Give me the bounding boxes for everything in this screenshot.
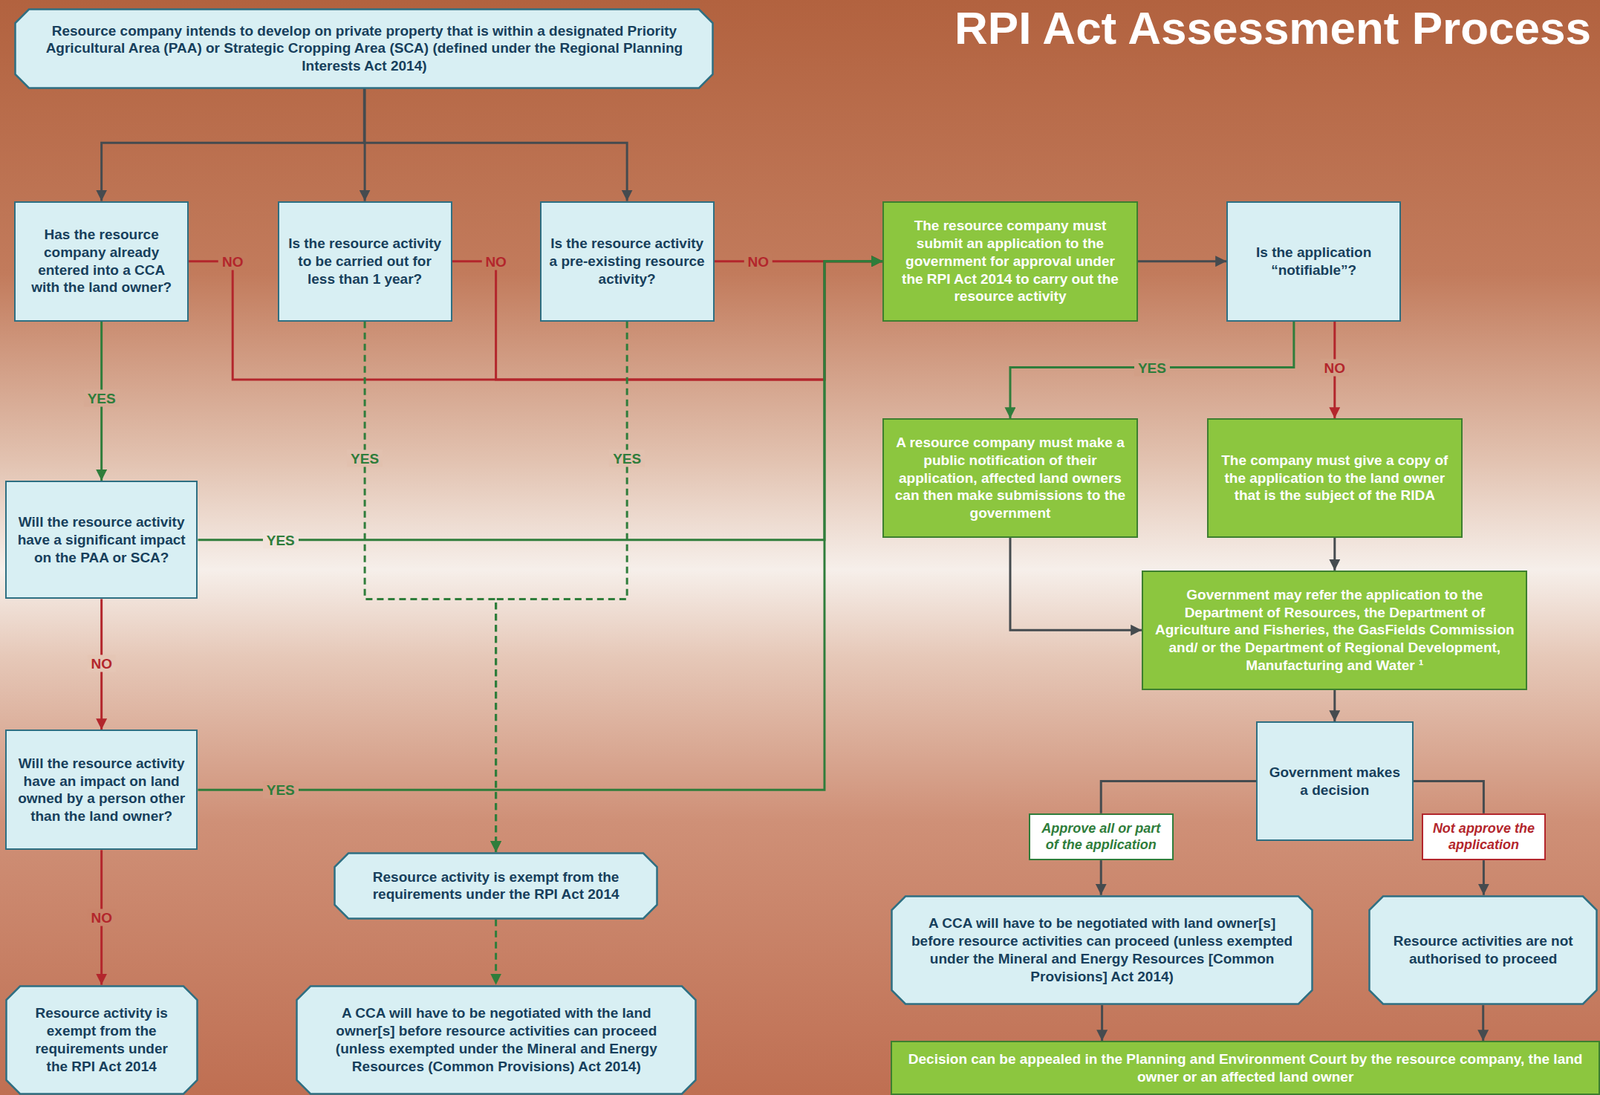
connector <box>1333 321 1336 419</box>
edge-label: YES <box>262 781 299 799</box>
connector <box>1100 1005 1104 1041</box>
terminal-box: Resource activities are not authorised t… <box>1368 895 1598 1006</box>
node-text: Will the resource activity have a signif… <box>14 513 190 567</box>
connector <box>1100 860 1103 896</box>
node-text: Approve all or part of the application <box>1034 820 1168 854</box>
terminal-box: Resource activity is exempt from the req… <box>5 984 199 1095</box>
connector <box>363 89 627 202</box>
outcome-box: Approve all or part of the application <box>1028 813 1174 861</box>
node-text: Resource activity is exempt from the req… <box>352 868 639 904</box>
edge-label: YES <box>1134 358 1170 376</box>
node-text: Resource activities are not authorised t… <box>1387 932 1579 968</box>
octagon-outline <box>1368 895 1598 1006</box>
node-text: Has the resource company already entered… <box>23 225 180 297</box>
edge-label: YES <box>609 449 645 467</box>
node-text: The company must give a copy of the appl… <box>1217 451 1452 505</box>
node-text: A resource company must make a public no… <box>892 433 1127 523</box>
octagon-outline <box>295 984 697 1095</box>
connector <box>1333 537 1336 571</box>
node-text: The resource company must submit an appl… <box>892 216 1127 306</box>
diagram-title: RPI Act Assessment Process <box>954 1 1592 55</box>
terminal-box: A CCA will have to be negotiated with th… <box>295 984 697 1095</box>
connector <box>1137 259 1228 263</box>
terminal-box: Resource company intends to develop on p… <box>14 8 714 90</box>
node-text: Is the resource activity a pre-existing … <box>548 234 706 288</box>
decision-box: Is the resource activity a pre-existing … <box>540 201 715 322</box>
octagon-outline <box>333 851 659 920</box>
connector <box>100 598 103 730</box>
connector <box>496 321 628 852</box>
connector <box>100 321 103 481</box>
octagon-shape <box>5 985 197 1094</box>
connector <box>1010 321 1294 419</box>
connector <box>1482 860 1485 896</box>
node-text: Resource activity is exempt from the req… <box>24 1004 180 1075</box>
octagon-shape <box>892 895 1313 1004</box>
node-text: Not approve the application <box>1427 820 1541 854</box>
node-text: A CCA will have to be negotiated with th… <box>314 1004 678 1075</box>
edge-label: YES <box>83 389 120 407</box>
edge-label: NO <box>86 654 116 672</box>
decision-box: Has the resource company already entered… <box>14 201 189 322</box>
connector <box>494 919 497 985</box>
octagon-shape <box>15 8 714 88</box>
node-text: A CCA will have to be negotiated with la… <box>909 914 1294 985</box>
edge-label: YES <box>346 449 383 467</box>
decision-box: Will the resource activity have an impac… <box>5 729 199 850</box>
edge-label: NO <box>218 252 248 270</box>
connector <box>1413 781 1485 814</box>
process-box: The resource company must submit an appl… <box>882 201 1138 322</box>
edge-label: YES <box>262 531 299 549</box>
node-text: Will the resource activity have an impac… <box>14 754 190 826</box>
decision-box: Is the application “notifiable”? <box>1226 201 1401 322</box>
node-text: Is the application “notifiable”? <box>1235 243 1393 280</box>
connector <box>364 321 497 852</box>
connector <box>1100 781 1257 814</box>
process-box: The company must give a copy of the appl… <box>1207 418 1462 538</box>
terminal-box: A CCA will have to be negotiated with la… <box>890 895 1314 1006</box>
decision-box: Is the resource activity to be carried o… <box>277 201 453 322</box>
connector <box>197 261 883 791</box>
node-text: Decision can be appealed in the Planning… <box>901 1050 1590 1086</box>
connector <box>1481 1005 1485 1041</box>
connector <box>1010 537 1142 630</box>
terminal-box: Resource activity is exempt from the req… <box>333 851 659 920</box>
octagon-shape <box>297 985 697 1094</box>
connector <box>101 89 365 202</box>
octagon-outline <box>890 895 1314 1006</box>
edge-label: NO <box>86 908 116 926</box>
outcome-box: Not approve the application <box>1421 813 1547 861</box>
decision-box: Government makes a decision <box>1256 721 1414 841</box>
octagon-outline <box>5 984 199 1095</box>
process-box: A resource company must make a public no… <box>882 418 1138 538</box>
node-text: Resource company intends to develop on p… <box>33 22 695 76</box>
connector <box>100 849 103 985</box>
node-text: Is the resource activity to be carried o… <box>286 234 444 288</box>
process-box: Decision can be appealed in the Planning… <box>890 1040 1600 1095</box>
octagon-shape <box>335 853 658 919</box>
edge-label: NO <box>743 252 773 270</box>
decision-box: Will the resource activity have a signif… <box>5 480 199 599</box>
octagon-shape <box>1369 895 1598 1004</box>
edge-label: NO <box>1320 358 1350 376</box>
process-box: Government may refer the application to … <box>1141 570 1528 691</box>
edge-label: NO <box>481 252 511 270</box>
connector <box>1333 690 1336 723</box>
node-text: Government may refer the application to … <box>1152 586 1517 675</box>
node-text: Government makes a decision <box>1264 763 1405 800</box>
